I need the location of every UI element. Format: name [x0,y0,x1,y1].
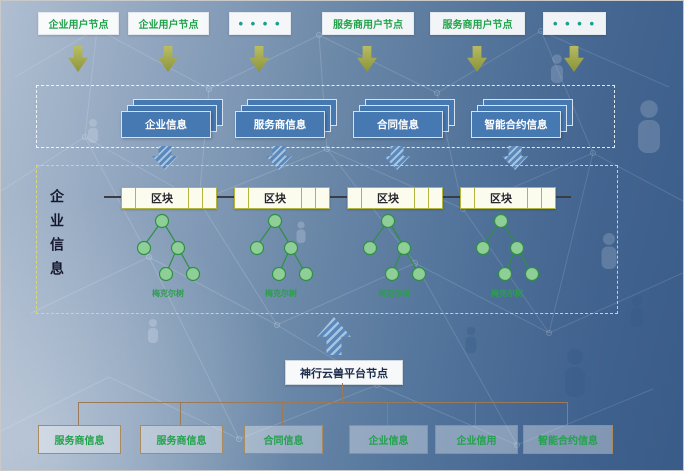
block-segment [122,188,136,208]
merkle-tree [362,213,427,282]
chain-connector [328,196,347,198]
source-provider-info-1: 服务商信息 [38,425,121,454]
block-segment [528,188,542,208]
connector-drop [475,402,476,425]
connector-drop [180,402,181,425]
chain-panel-side-label: 企业信息 [49,189,65,285]
block-1: 区块 [121,187,217,209]
card-stack-contract-info: 合同信息 [353,99,455,138]
block-segment [235,188,249,208]
block-label: 区块 [136,188,189,208]
node-enterprise-user-1: 企业用户节点 [38,12,119,35]
people-silhouettes-dark [465,295,644,397]
block-segment [302,188,316,208]
connector-rail [78,402,568,403]
connector-drop [282,402,283,425]
card-label: 服务商信息 [235,111,325,138]
connector-drop [567,402,568,425]
connector-drop [78,402,79,425]
card-label: 企业信息 [121,111,211,138]
card-stack-smart-contract-info: 智能合约信息 [471,99,573,138]
merkle-tree [136,213,201,282]
block-2: 区块 [234,187,330,209]
block-segment [348,188,362,208]
merkle-tree-label: 梅克尔树 [378,289,410,298]
merkle-tree [249,213,314,282]
block-segment [542,188,555,208]
block-segment [203,188,216,208]
chain-connector [441,196,460,198]
merkle-tree [475,213,540,282]
connector-drop [387,402,388,425]
platform-node: 神行云兽平台节点 [285,360,403,385]
node-ellipsis-2: • • • • [543,12,606,35]
chain-connector [215,196,234,198]
chain-connector [104,196,121,198]
block-4: 区块 [460,187,556,209]
block-label: 区块 [249,188,302,208]
card-label: 智能合约信息 [471,111,561,138]
source-contract-info: 合同信息 [244,425,323,454]
node-provider-user-1: 服务商用户节点 [322,12,414,35]
block-segment [316,188,329,208]
block-3: 区块 [347,187,443,209]
source-provider-info-2: 服务商信息 [140,425,223,454]
block-label: 区块 [475,188,528,208]
merkle-tree-label: 梅克尔树 [265,289,297,298]
source-enterprise-info: 企业信息 [349,425,428,454]
merkle-tree-label: 梅克尔树 [491,289,523,298]
node-ellipsis-1: • • • • [229,12,291,35]
source-smart-contract-info: 智能合约信息 [523,425,613,454]
block-segment [415,188,429,208]
block-segment [429,188,442,208]
node-enterprise-user-2: 企业用户节点 [128,12,209,35]
card-stack-enterprise-info: 企业信息 [121,99,223,138]
node-provider-user-2: 服务商用户节点 [430,12,525,35]
card-stack-provider-info: 服务商信息 [235,99,337,138]
merkle-tree-label: 梅克尔树 [152,289,184,298]
card-label: 合同信息 [353,111,443,138]
block-label: 区块 [362,188,415,208]
source-enterprise-credit: 企业信用 [435,425,518,454]
connector-stem [342,383,343,402]
chain-connector [554,196,571,198]
block-segment [189,188,203,208]
info-cards-dashed-zone [36,85,615,148]
blockchain-dashed-zone [36,165,618,314]
block-segment [461,188,475,208]
